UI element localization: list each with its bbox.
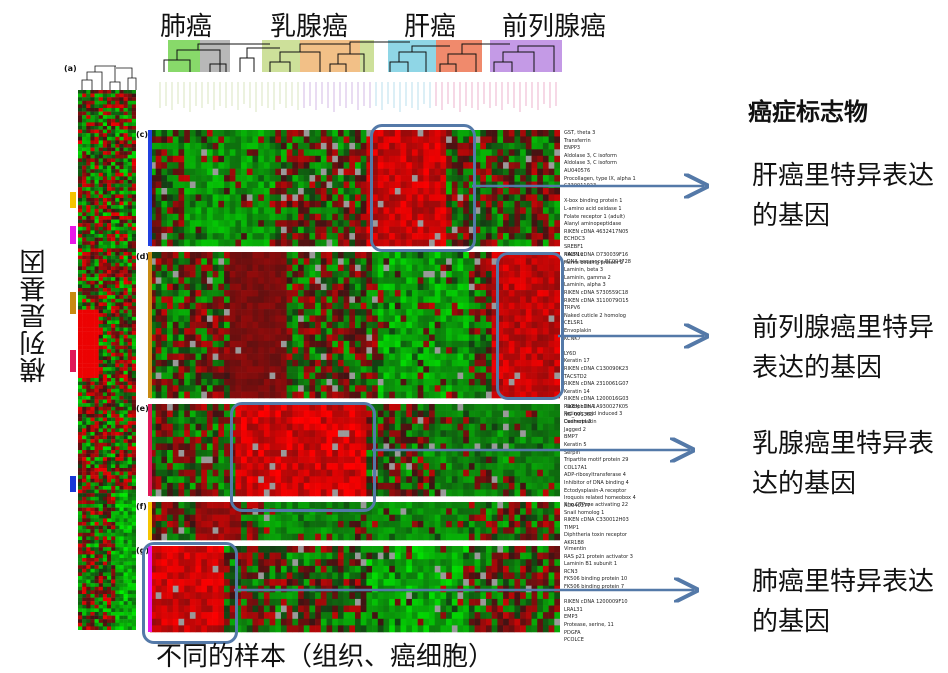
bottom-label: 不同的样本（组织、癌细胞） xyxy=(156,636,494,673)
desc-liver: 肝癌里特异表达的基因 xyxy=(752,156,942,236)
desc-lung: 肺癌里特异表达的基因 xyxy=(752,562,942,642)
desc-prostate: 前列腺癌里特异表达的基因 xyxy=(752,308,942,388)
marker-title: 癌症标志物 xyxy=(748,92,868,127)
desc-breast: 乳腺癌里特异表达的基因 xyxy=(752,424,942,504)
